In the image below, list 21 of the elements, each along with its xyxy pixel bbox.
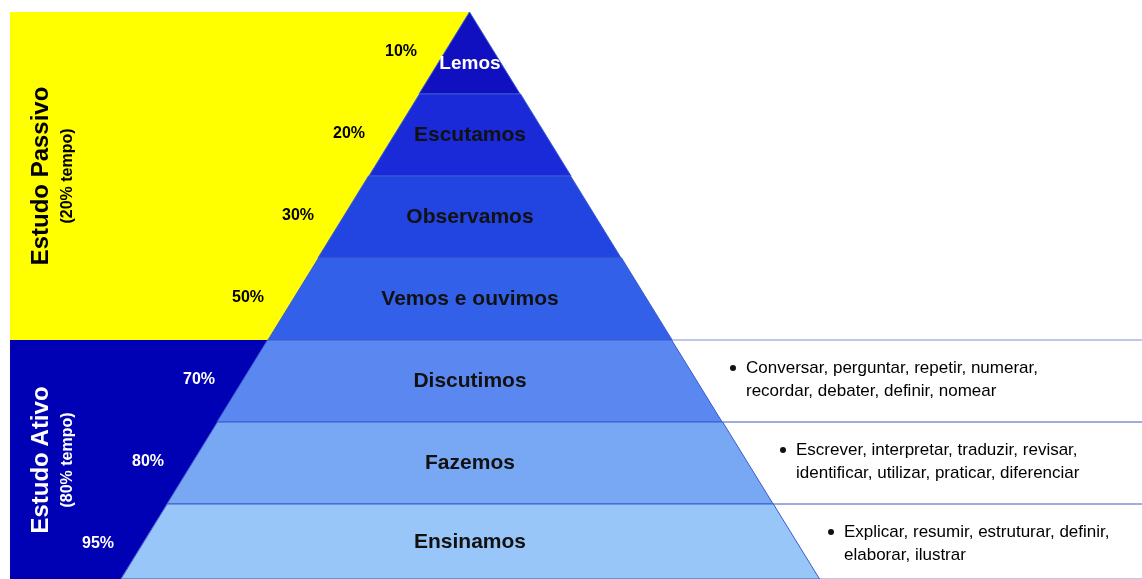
layer-label: Discutimos <box>413 368 527 392</box>
layer-label: Vemos e ouvimos <box>381 286 559 310</box>
panel-subtitle: (20% tempo) <box>58 128 76 224</box>
layer-label: Fazemos <box>425 450 515 474</box>
bullet-text: Explicar, resumir, estruturar, definir, elaborar, ilustrar <box>844 521 1111 566</box>
layer-label: Lemos <box>439 52 501 74</box>
panel-title: Estudo Passivo <box>26 86 54 266</box>
layer-label: Escutamos <box>413 122 526 146</box>
bullet-text: Escrever, interpretar, traduzir, revisar, identificar, utilizar, praticar, diferenciar <box>796 439 1081 484</box>
percentage-label: 20% <box>333 124 366 142</box>
percentage-label: 50% <box>232 288 265 306</box>
percentage-label: 95% <box>82 534 115 552</box>
percentage-label: 10% <box>385 42 418 60</box>
bullet-text: Conversar, perguntar, repetir, numerar, recordar, debater, definir, nomear <box>746 357 1039 402</box>
layer-label: Ensinamos <box>413 528 526 553</box>
percentage-label: 30% <box>282 206 315 224</box>
percentage-label: 80% <box>132 452 165 470</box>
panel-subtitle: (80% tempo) <box>58 411 76 508</box>
percentage-label: 70% <box>183 370 216 388</box>
layer-label: Observamos <box>406 204 534 228</box>
panel-title: Estudo Ativo <box>26 385 54 534</box>
